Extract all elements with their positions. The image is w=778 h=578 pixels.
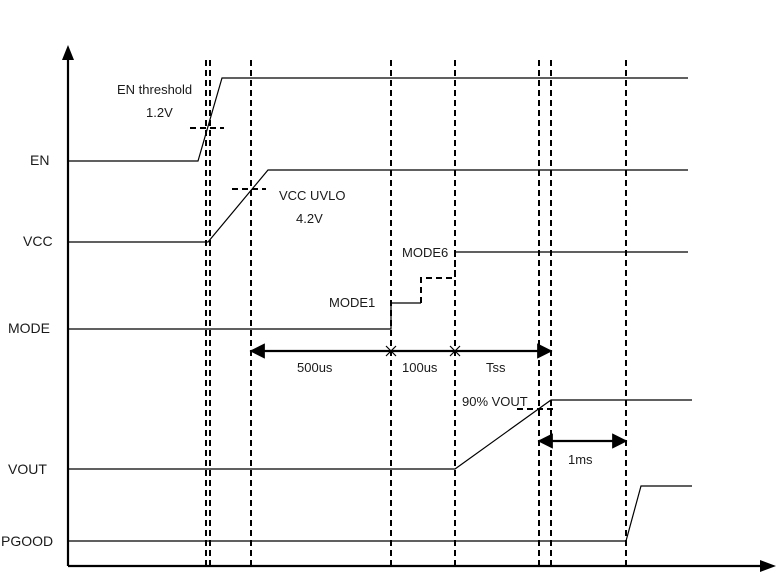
- vcc-uvlo-value: 4.2V: [296, 211, 323, 226]
- en-threshold-value: 1.2V: [146, 105, 173, 120]
- vcc-waveform: [68, 169, 688, 243]
- interval-cross-mode1: [385, 345, 397, 357]
- en-threshold-title: EN threshold: [117, 82, 192, 97]
- mode-waveform-steps: [420, 252, 456, 303]
- y-axis-arrowhead: [62, 45, 74, 60]
- interval-tss-label: Tss: [486, 360, 506, 375]
- mode1-label: MODE1: [329, 295, 375, 310]
- label-vcc: VCC: [23, 233, 53, 249]
- en-waveform: [68, 77, 688, 162]
- vcc-uvlo-title: VCC UVLO: [279, 188, 345, 203]
- label-pgood: PGOOD: [1, 533, 53, 549]
- interval-500us-label: 500us: [297, 360, 333, 375]
- interval-cross-mode6: [449, 345, 461, 357]
- label-vout: VOUT: [8, 461, 47, 477]
- vout-waveform: [68, 399, 692, 470]
- threshold-markers: [190, 127, 553, 410]
- annotations: EN threshold 1.2V VCC UVLO 4.2V MODE1 MO…: [117, 82, 528, 409]
- pgood-waveform: [68, 485, 692, 542]
- time-markers: [205, 60, 627, 566]
- mode6-label: MODE6: [402, 245, 448, 260]
- x-axis-arrowhead: [760, 560, 776, 572]
- label-en: EN: [30, 152, 49, 168]
- vout-90-label: 90% VOUT: [462, 394, 528, 409]
- label-mode: MODE: [8, 320, 50, 336]
- interval-100us-label: 100us: [402, 360, 438, 375]
- axes: [62, 45, 776, 572]
- interval-1ms-label: 1ms: [568, 452, 593, 467]
- mode-waveform-low: [68, 302, 421, 330]
- interval-arrows: [249, 343, 628, 449]
- waveforms: [68, 77, 692, 542]
- interval-labels: 500us 100us Tss 1ms: [297, 360, 593, 467]
- signal-labels: EN VCC MODE VOUT PGOOD: [1, 152, 53, 549]
